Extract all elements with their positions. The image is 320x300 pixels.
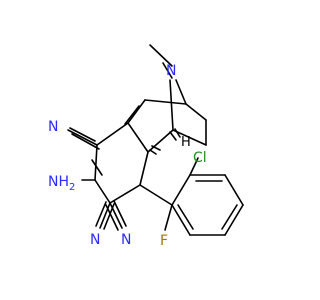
- n-methyl-bond: [149, 44, 173, 67]
- top-nitrile-nitrogen-label: N: [48, 119, 58, 135]
- chlorine-label: Cl: [193, 150, 207, 166]
- structure-canvas: N N NH2 N N Cl F H: [48, 44, 244, 249]
- bridge-nitrogen-label: N: [166, 63, 176, 79]
- stereo-hash-bonds: [149, 128, 181, 155]
- stereo-hydrogen-label: H: [181, 135, 191, 150]
- right-nitrile-nitrogen-label: N: [121, 232, 131, 248]
- cyclohexene-ring: [81, 122, 149, 204]
- fluorine-label: F: [160, 233, 168, 249]
- amino-subscript: 2: [69, 182, 75, 193]
- amino-nh-text: NH: [48, 174, 69, 190]
- aryl-ring: [139, 157, 244, 236]
- bridge-bonds: [124, 62, 207, 153]
- amino-label: NH2: [48, 174, 75, 193]
- nitrile-bonds: [67, 127, 127, 231]
- molecule-structure: N N NH2 N N Cl F H: [48, 44, 244, 249]
- left-nitrile-nitrogen-label: N: [90, 232, 100, 248]
